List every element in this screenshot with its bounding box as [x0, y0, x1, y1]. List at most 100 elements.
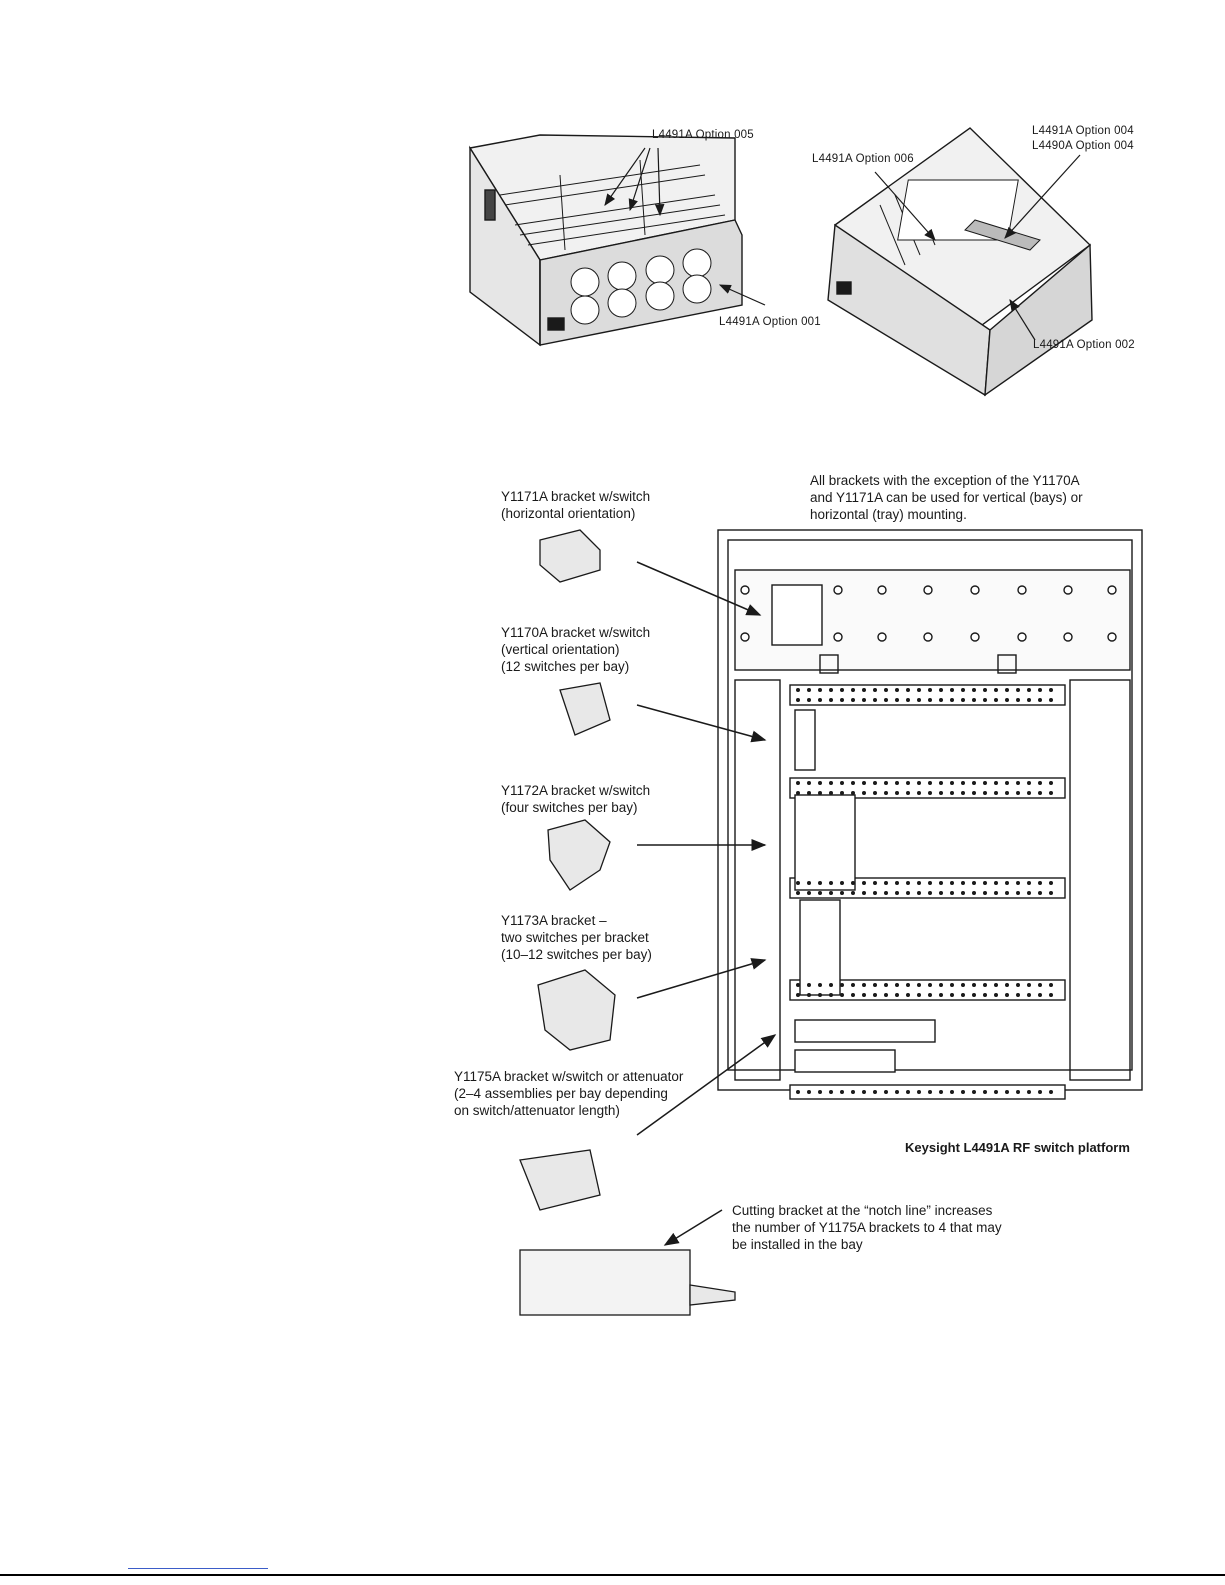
footer-link-underline[interactable]	[128, 1568, 268, 1569]
connector-dot	[840, 881, 844, 885]
label-option-002: L4491A Option 002	[1033, 339, 1135, 351]
connector-dot	[917, 881, 921, 885]
connector-dot	[1016, 983, 1020, 987]
connector-dot	[983, 983, 987, 987]
label-line: (horizontal orientation)	[501, 506, 636, 521]
connector-dot	[851, 881, 855, 885]
bracket-illustrations	[519, 529, 736, 1316]
connector-dot	[884, 891, 888, 895]
connector-dot	[939, 1090, 943, 1094]
connector-dot	[1016, 791, 1020, 795]
connector-dot	[818, 698, 822, 702]
connector-dot	[906, 781, 910, 785]
connector-dot	[796, 698, 800, 702]
connector-dot	[983, 993, 987, 997]
connector-dot	[895, 983, 899, 987]
connector-dot	[796, 1090, 800, 1094]
bracket-mounting-note: All brackets with the exception of the Y…	[810, 472, 1083, 523]
connector-dot	[895, 891, 899, 895]
connector-dot	[796, 993, 800, 997]
connector-dot	[829, 891, 833, 895]
connector-dot	[807, 881, 811, 885]
connector-dot	[873, 993, 877, 997]
connector-dot	[994, 791, 998, 795]
platform-caption: Keysight L4491A RF switch platform	[905, 1140, 1130, 1155]
connector-dot	[1049, 891, 1053, 895]
connector-dot	[1049, 881, 1053, 885]
connector-dot	[1027, 688, 1031, 692]
connector-dot	[1027, 983, 1031, 987]
connector-dot	[851, 891, 855, 895]
connector-dot	[972, 993, 976, 997]
connector-dot	[917, 791, 921, 795]
connector-dot	[961, 983, 965, 987]
connector-dot	[884, 993, 888, 997]
connector-dot	[851, 993, 855, 997]
label-y1171a: Y1171A bracket w/switch (horizontal orie…	[501, 488, 650, 522]
connector-dot	[818, 1090, 822, 1094]
connector-dot	[994, 781, 998, 785]
connector-dot	[950, 688, 954, 692]
connector-dot	[1005, 791, 1009, 795]
connector-dot	[983, 781, 987, 785]
chassis-left-drawing	[468, 134, 743, 347]
connector-dot	[840, 698, 844, 702]
connector-dot	[961, 1090, 965, 1094]
connector-dot	[928, 698, 932, 702]
connector-dot	[1027, 698, 1031, 702]
label-option-006: L4491A Option 006	[812, 153, 914, 165]
connector-dot	[994, 881, 998, 885]
connector-dot	[884, 698, 888, 702]
label-line: (four switches per bay)	[501, 800, 638, 815]
connector-dot	[961, 688, 965, 692]
connector-dot	[1027, 891, 1031, 895]
connector-dot	[906, 993, 910, 997]
connector-dot	[939, 781, 943, 785]
connector-dot	[1038, 688, 1042, 692]
connector-dot	[972, 891, 976, 895]
connector-dot	[1049, 791, 1053, 795]
connector-dot	[895, 993, 899, 997]
connector-dot	[807, 781, 811, 785]
connector-dot	[862, 698, 866, 702]
connector-dot	[1038, 881, 1042, 885]
connector-dot	[807, 983, 811, 987]
connector-dot	[807, 688, 811, 692]
label-line: (12 switches per bay)	[501, 659, 630, 674]
connector-dot	[873, 881, 877, 885]
connector-dot	[796, 983, 800, 987]
connector-dot	[939, 688, 943, 692]
connector-dot	[862, 881, 866, 885]
footer-rule	[0, 1574, 1225, 1576]
connector-dot	[983, 891, 987, 895]
connector-dot	[1038, 993, 1042, 997]
connector-dot	[917, 1090, 921, 1094]
connector-dot	[1005, 993, 1009, 997]
connector-dot	[895, 781, 899, 785]
connector-dot	[906, 688, 910, 692]
connector-dot	[818, 881, 822, 885]
label-line: on switch/attenuator length)	[454, 1103, 620, 1118]
connector-dot	[917, 993, 921, 997]
connector-dot	[895, 881, 899, 885]
connector-dot	[851, 983, 855, 987]
connector-dot	[994, 983, 998, 987]
connector-dot	[1005, 781, 1009, 785]
connector-dot	[972, 1090, 976, 1094]
connector-dot	[1038, 983, 1042, 987]
connector-dot	[1049, 983, 1053, 987]
connector-dot	[917, 983, 921, 987]
connector-dot	[939, 791, 943, 795]
connector-dot	[983, 688, 987, 692]
connector-dot	[1027, 993, 1031, 997]
connector-dot	[895, 698, 899, 702]
connector-dot	[895, 791, 899, 795]
connector-dot	[961, 791, 965, 795]
label-y1172a: Y1172A bracket w/switch (four switches p…	[501, 782, 650, 816]
connector-dot	[906, 698, 910, 702]
connector-dot	[840, 891, 844, 895]
connector-dot	[939, 698, 943, 702]
connector-dot	[917, 781, 921, 785]
label-line: Y1171A bracket w/switch	[501, 489, 651, 504]
